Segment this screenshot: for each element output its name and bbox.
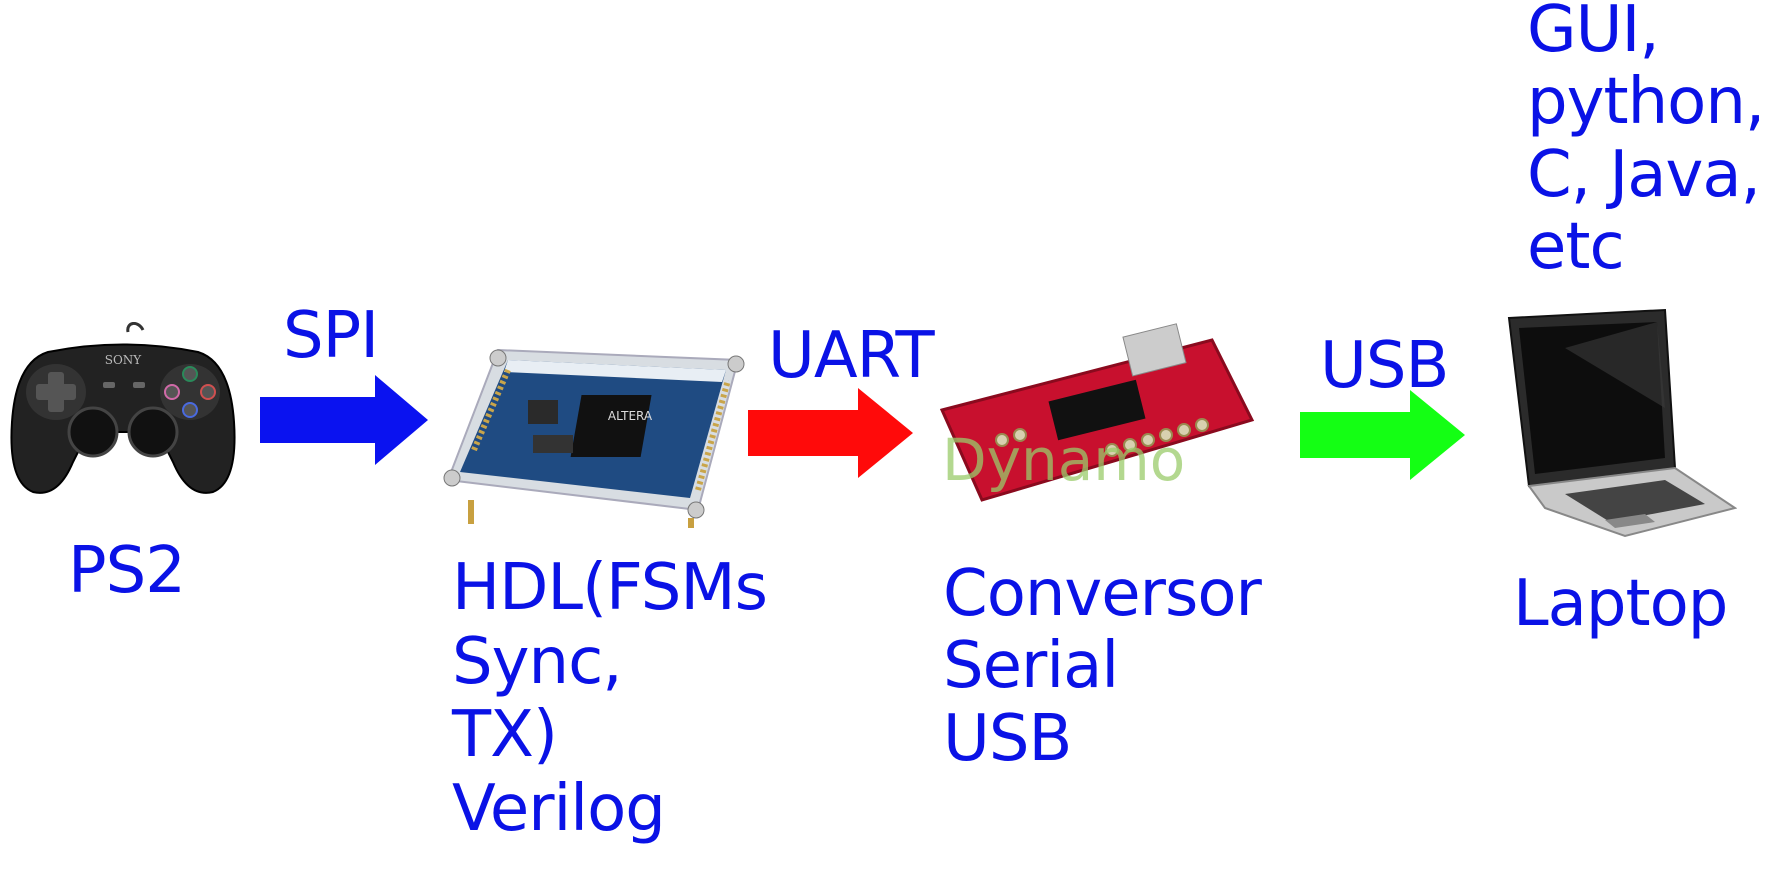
usb-edge-label: USB xyxy=(1320,329,1449,403)
laptop-label: Laptop xyxy=(1513,567,1728,641)
node-label-line: TX) xyxy=(452,698,558,773)
caption-line: etc xyxy=(1527,209,1625,284)
caption-line: python, xyxy=(1527,65,1765,140)
laptop-icon xyxy=(1505,308,1737,540)
node-label-line: Conversor xyxy=(943,557,1262,631)
spi-arrow xyxy=(260,375,430,465)
node-label-line: Sync, xyxy=(452,624,623,699)
spi-edge-label: SPI xyxy=(283,299,379,373)
node-label-line: HDL(FSMs xyxy=(452,551,768,625)
gamepad-icon: SONY xyxy=(8,322,238,507)
node-label-line: Laptop xyxy=(1513,567,1728,641)
laptop-software-caption: GUI, python, C, Java, etc xyxy=(1527,0,1765,284)
chip-text: ALTERA xyxy=(608,409,653,423)
uart-edge-label: UART xyxy=(768,319,935,393)
uart-arrow xyxy=(748,388,916,478)
usb-serial-converter-icon: Dynamo xyxy=(912,300,1277,545)
watermark-text: Dynamo xyxy=(942,426,1185,494)
caption-line: C, Java, xyxy=(1527,137,1761,212)
fpga-board-icon: ALTERA xyxy=(438,330,748,530)
converter-label: Conversor Serial USB xyxy=(943,557,1262,776)
brand-text: SONY xyxy=(105,353,143,367)
node-label-line: USB xyxy=(943,701,1072,776)
node-label-line: Serial xyxy=(943,629,1119,704)
node-label-line: Verilog xyxy=(452,771,666,846)
node-label-line: PS2 xyxy=(68,534,186,608)
ps2-label: PS2 xyxy=(68,534,186,608)
fpga-label: HDL(FSMs Sync, TX) Verilog xyxy=(452,551,768,846)
usb-arrow xyxy=(1300,390,1470,480)
caption-line: GUI, xyxy=(1527,0,1660,67)
